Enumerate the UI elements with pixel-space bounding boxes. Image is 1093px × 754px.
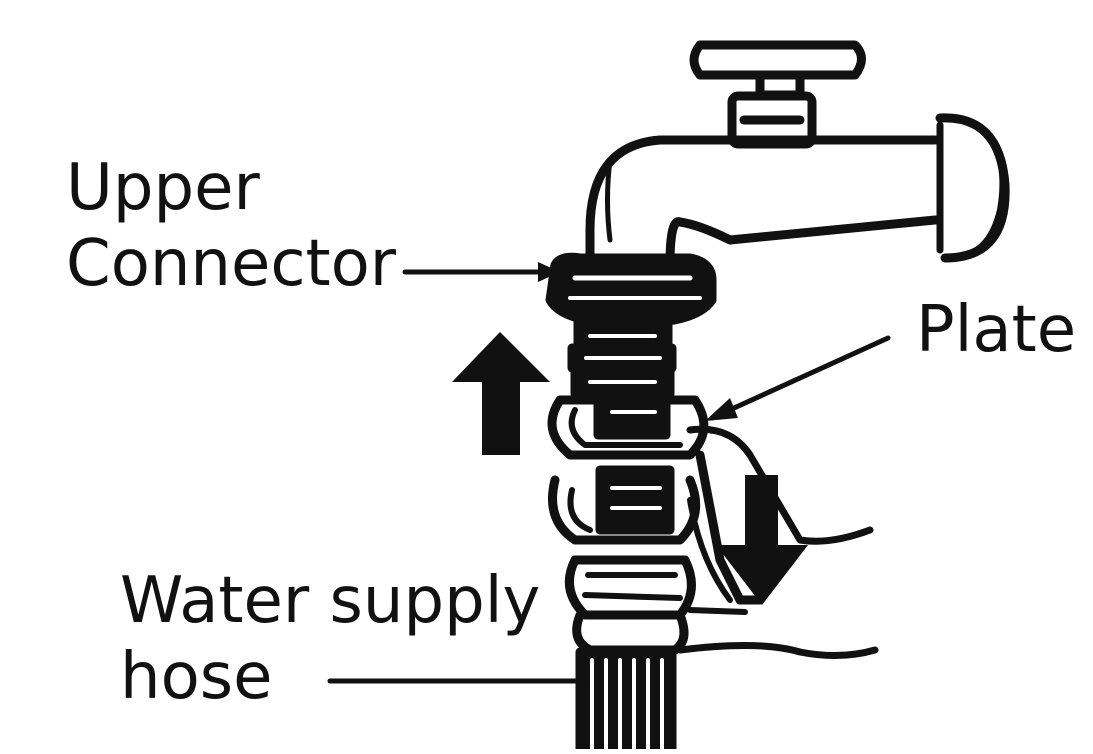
plate-label: Plate	[916, 292, 1076, 368]
upper-connector	[550, 257, 712, 394]
water-supply-hose-label-line1: Water supply	[120, 563, 540, 639]
upper-connector-label-line2: Connector	[66, 226, 396, 302]
plate-arrowhead	[705, 398, 738, 421]
upper-connector-label: Upper Connector	[66, 150, 396, 302]
plate-leader	[712, 338, 888, 418]
water-supply-hose-label-line2: hose	[120, 639, 540, 715]
up-arrow-icon	[452, 332, 550, 455]
upper-connector-label-line1: Upper	[66, 150, 396, 226]
hose-icon	[580, 652, 672, 749]
lower-connector	[569, 560, 691, 650]
water-supply-hose-label: Water supply hose	[120, 563, 540, 715]
faucet-handle	[694, 45, 862, 144]
plate	[552, 395, 704, 540]
faucet-icon	[590, 118, 1005, 265]
